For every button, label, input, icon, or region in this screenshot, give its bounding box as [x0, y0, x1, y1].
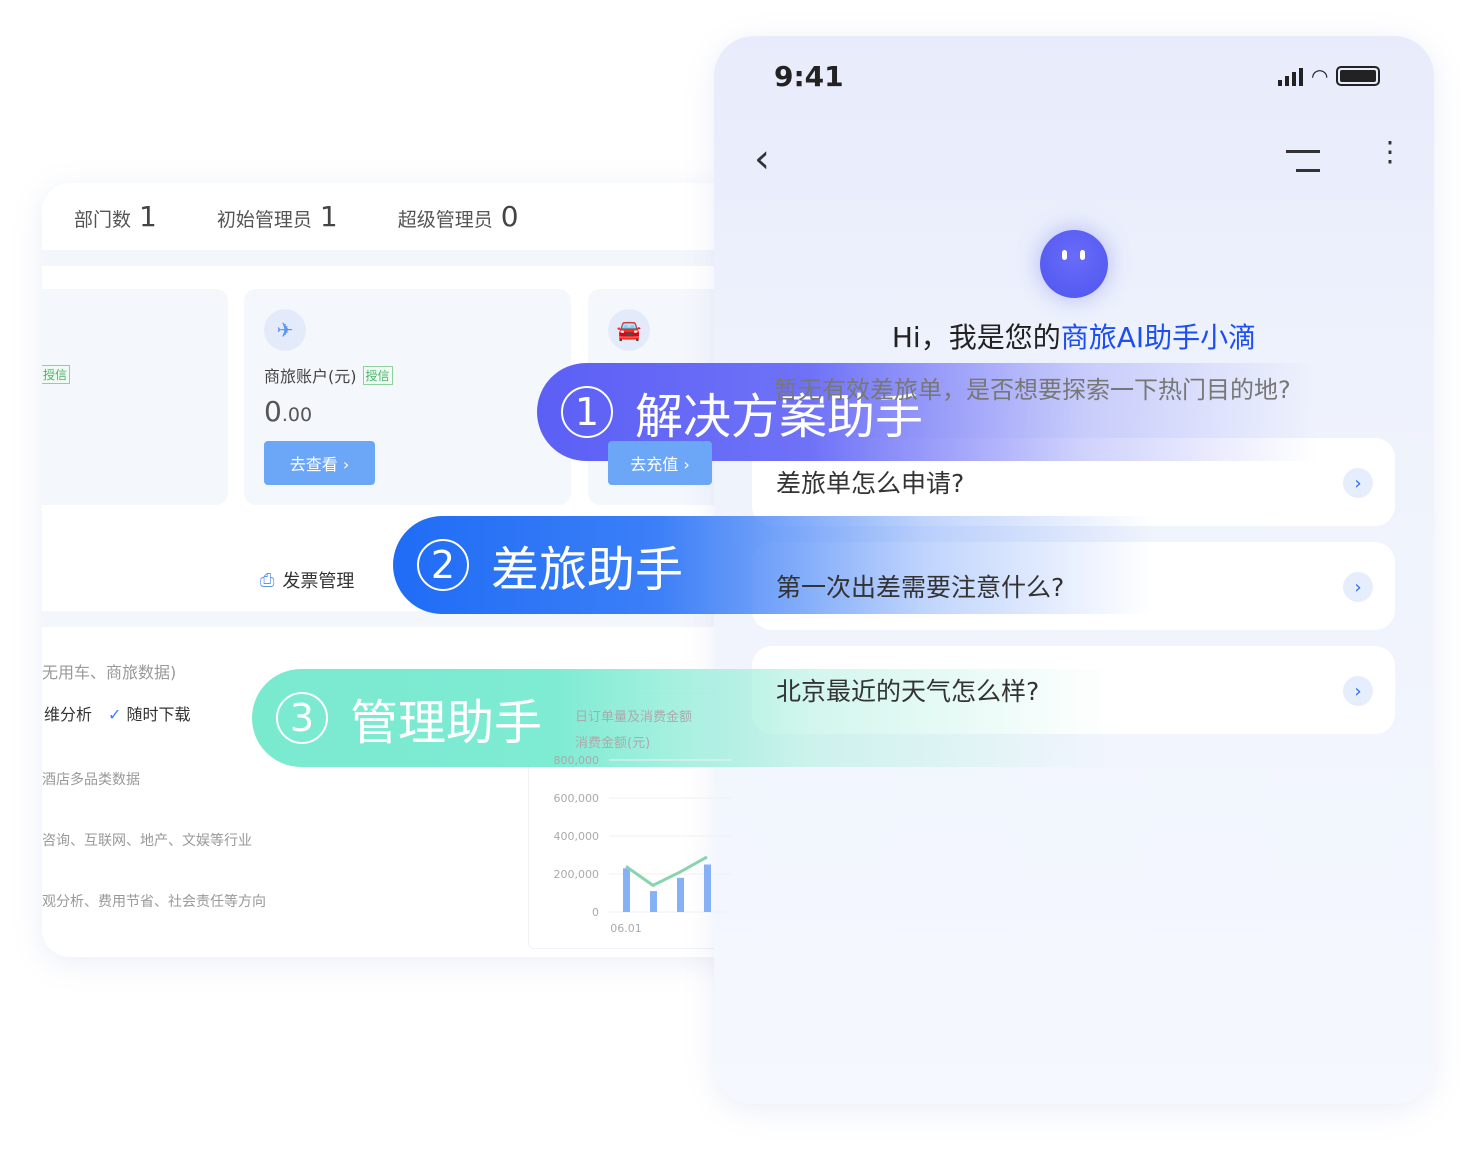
number-badge: 2 — [417, 539, 469, 591]
back-icon[interactable]: ‹ — [754, 136, 770, 182]
invoice-management-link[interactable]: ⎙ 发票管理 — [260, 567, 354, 593]
bot-avatar — [1040, 230, 1108, 298]
number-badge: 1 — [561, 386, 613, 438]
question-text: 第一次出差需要注意什么? — [776, 573, 1065, 602]
series-line — [625, 855, 708, 888]
feature-text: 观分析、费用节省、社会责任等方向 — [42, 894, 266, 910]
stat-value: 1 — [139, 200, 157, 233]
check-icon: ✓ — [108, 705, 122, 724]
bar — [650, 891, 657, 912]
card-title: 商旅账户(元) — [264, 367, 357, 386]
feature-text: 维分析 — [44, 705, 93, 724]
account-card-1: 授信 — [42, 289, 228, 505]
greeting-text: Hi，我是您的 — [891, 321, 1061, 354]
greeting: Hi，我是您的商旅AI助手小滴 — [714, 316, 1434, 356]
banner-management-assistant: 3 管理助手 — [252, 669, 1112, 767]
stat-super-admins: 超级管理员 0 — [398, 200, 519, 233]
assistant-name: 商旅AI助手小滴 — [1060, 321, 1257, 354]
orders-chart: 日订单量及消费金额 消费金额(元) 0 200,000 400,000 600,000… — [528, 693, 732, 949]
question-text: 差旅单怎么申请? — [776, 469, 965, 498]
bar — [704, 864, 711, 912]
wifi-icon: ◠ — [1311, 64, 1329, 88]
chevron-right-icon: › — [1343, 572, 1373, 602]
number-badge: 3 — [276, 692, 328, 744]
more-icon[interactable]: ⋮ — [1376, 135, 1404, 168]
stats-bar: 部门数 1 初始管理员 1 超级管理员 0 — [42, 183, 732, 250]
stat-departments: 部门数 1 — [74, 200, 157, 233]
feature-text: 咨询、互联网、地产、文娱等行业 — [42, 833, 252, 849]
feature-text: 酒店多品类数据 — [42, 772, 140, 788]
x-tick-label: 06.01 — [610, 922, 642, 935]
bar — [623, 868, 630, 912]
stat-value: 1 — [319, 200, 338, 233]
balance-int: 0 — [264, 395, 282, 428]
chevron-right-icon: › — [1343, 676, 1373, 706]
y-axis-label: 消费金额(元) — [575, 736, 651, 751]
stat-initial-admins: 初始管理员 1 — [217, 200, 338, 233]
balance-dec: .00 — [281, 404, 313, 426]
battery-icon — [1336, 66, 1381, 86]
balance: 0.00 — [264, 395, 312, 428]
printer-icon: ⎙ — [260, 569, 275, 591]
divider — [42, 611, 732, 627]
invoice-label: 发票管理 — [282, 571, 355, 592]
credit-tag: 授信 — [362, 365, 393, 385]
stat-label: 部门数 — [74, 209, 132, 231]
banner-label: 差旅助手 — [491, 542, 684, 598]
recharge-button[interactable]: 去充值 › — [608, 441, 712, 485]
plane-icon: ✈ — [264, 309, 306, 351]
y-tick-label: 200,000 — [554, 868, 600, 881]
signal-icon — [1278, 68, 1303, 86]
banner-travel-assistant: 2 差旅助手 — [393, 516, 1153, 614]
stat-label: 超级管理员 — [397, 209, 493, 231]
view-button[interactable]: 去查看 › — [264, 441, 375, 485]
car-icon: 🚘 — [608, 309, 650, 351]
divider — [42, 250, 732, 266]
y-tick-label: 800,000 — [554, 754, 600, 767]
y-tick-label: 0 — [592, 906, 599, 919]
credit-tag: 授信 — [42, 365, 71, 384]
banner-label: 解决方案助手 — [635, 389, 924, 445]
status-time: 9:41 — [774, 60, 844, 93]
feature-text: 无用车、商旅数据) — [42, 663, 177, 682]
chart-plot: 0 200,000 400,000 600,000 800,000 06.01 — [554, 754, 732, 935]
y-tick-label: 400,000 — [554, 830, 600, 843]
business-account-card: ✈ 商旅账户(元) 授信 0.00 去查看 › — [244, 289, 571, 505]
question-text: 北京最近的天气怎么样? — [776, 677, 1040, 706]
stat-label: 初始管理员 — [216, 209, 312, 231]
subtitle: 暂无有效差旅单，是否想要探索一下热门目的地? — [774, 376, 1291, 404]
menu-icon[interactable] — [1286, 150, 1320, 172]
status-icons: ◠ — [1278, 64, 1381, 88]
chevron-right-icon: › — [1343, 468, 1373, 498]
banner-label: 管理助手 — [350, 695, 543, 751]
chart-title: 日订单量及消费金额 — [575, 710, 693, 725]
feature-text: 随时下载 — [126, 705, 191, 724]
stat-value: 0 — [500, 200, 519, 233]
y-tick-label: 600,000 — [554, 792, 600, 805]
bar — [677, 877, 684, 912]
